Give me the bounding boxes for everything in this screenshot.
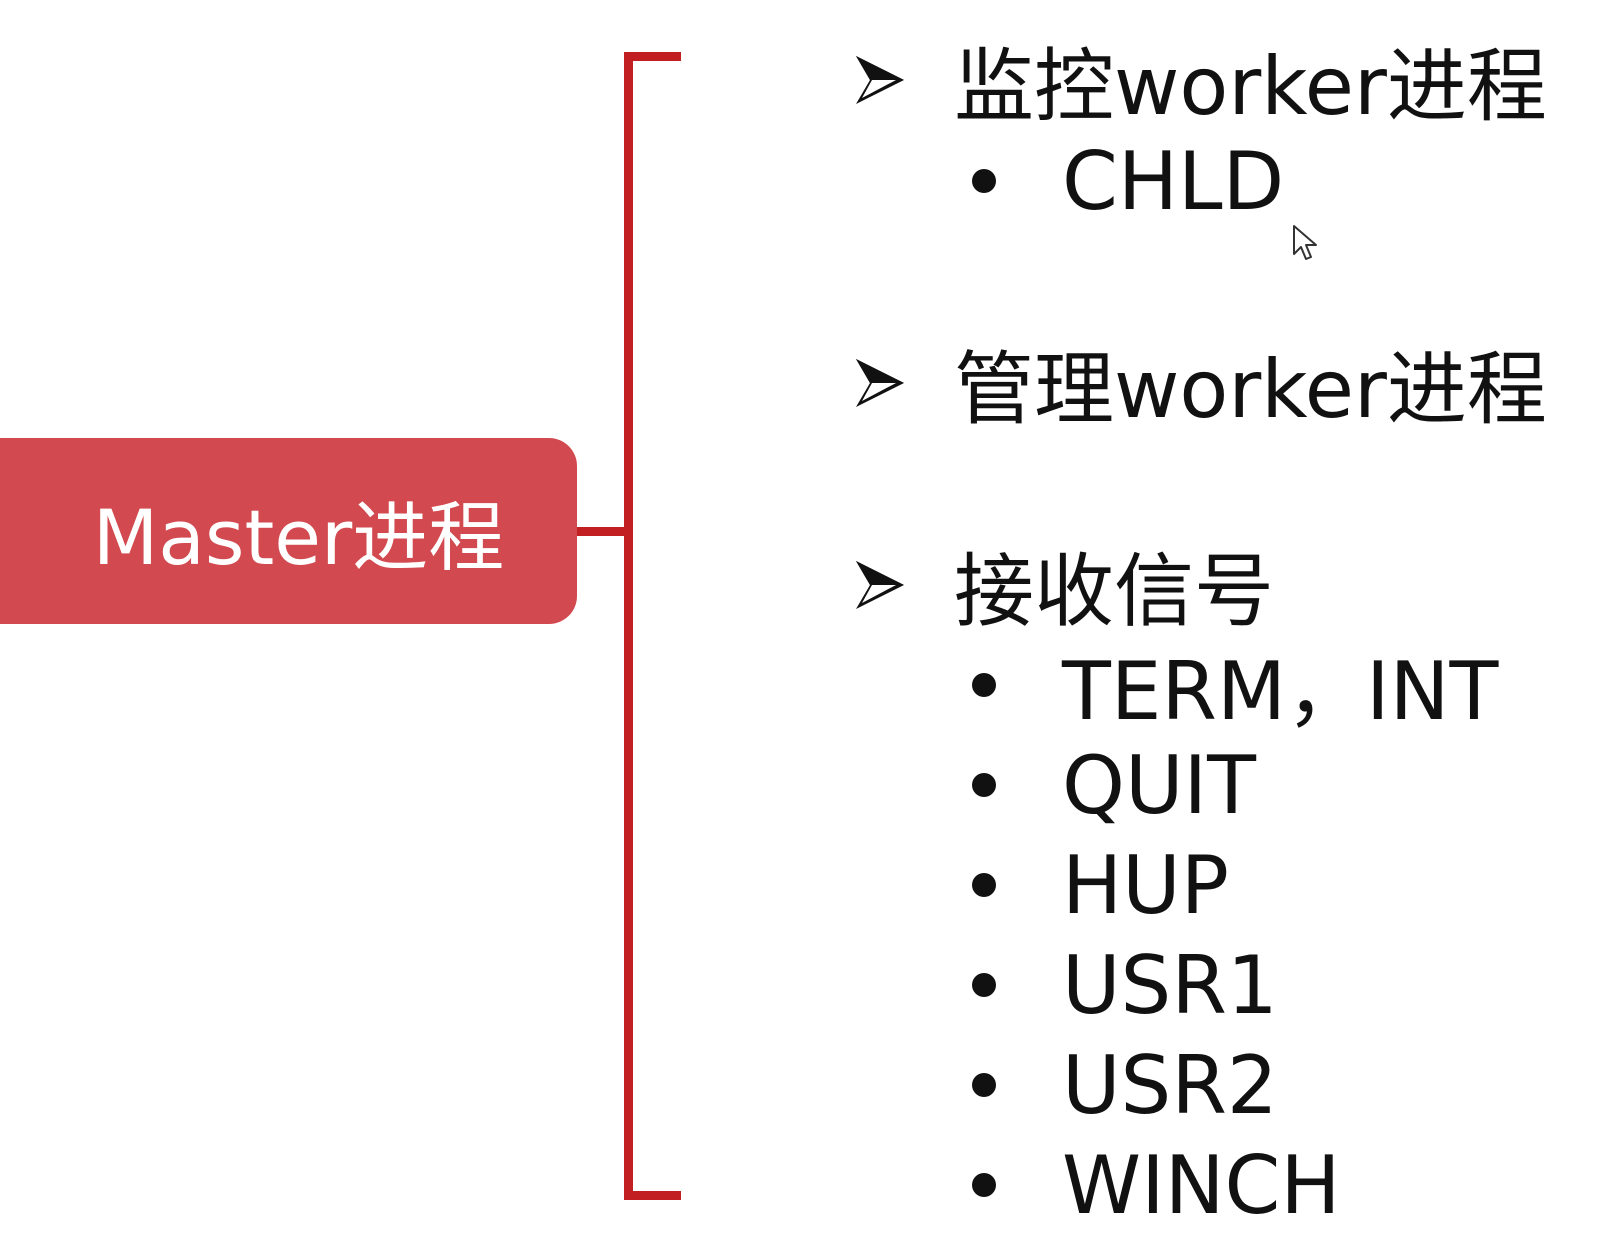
signal-name: CHLD (1062, 134, 1285, 228)
list-item: WINCH (972, 1137, 1341, 1233)
bullet-dot-icon (972, 873, 996, 897)
arrowhead-icon (856, 56, 904, 104)
signal-name: HUP (1062, 838, 1229, 932)
section-title: 管理worker进程 (954, 343, 1547, 436)
bracket-top-tick (624, 52, 681, 61)
bracket-bottom-tick (624, 1191, 681, 1200)
master-process-label: Master进程 (92, 493, 505, 582)
arrowhead-icon (856, 561, 904, 609)
signal-name: USR1 (1062, 938, 1278, 1032)
list-item: QUIT (972, 737, 1256, 833)
signal-name: WINCH (1062, 1138, 1341, 1232)
bullet-dot-icon (972, 673, 996, 697)
signal-name: QUIT (1062, 738, 1256, 832)
section-title: 监控worker进程 (954, 40, 1547, 133)
section-heading-manage: 管理worker进程 (852, 333, 1547, 436)
master-process-node: Master进程 (0, 438, 577, 624)
list-item: HUP (972, 837, 1229, 933)
list-item: USR1 (972, 937, 1278, 1033)
bullet-dot-icon (972, 1073, 996, 1097)
bracket-vertical-line (624, 52, 633, 1200)
arrowhead-icon (856, 359, 904, 407)
mouse-cursor-icon (1293, 225, 1317, 260)
list-item: TERM，INT (972, 637, 1498, 738)
section-heading-monitor: 监控worker进程 (852, 30, 1547, 133)
section-title: 接收信号 (954, 545, 1274, 638)
section-heading-signals: 接收信号 (852, 535, 1274, 638)
list-item: CHLD (972, 133, 1284, 229)
bullet-dot-icon (972, 973, 996, 997)
list-item: USR2 (972, 1037, 1278, 1133)
bullet-dot-icon (972, 773, 996, 797)
bullet-dot-icon (972, 169, 996, 193)
signal-name: TERM，INT (1062, 645, 1499, 738)
bracket-connector (577, 527, 629, 536)
bullet-dot-icon (972, 1173, 996, 1197)
signal-name: USR2 (1062, 1038, 1278, 1132)
